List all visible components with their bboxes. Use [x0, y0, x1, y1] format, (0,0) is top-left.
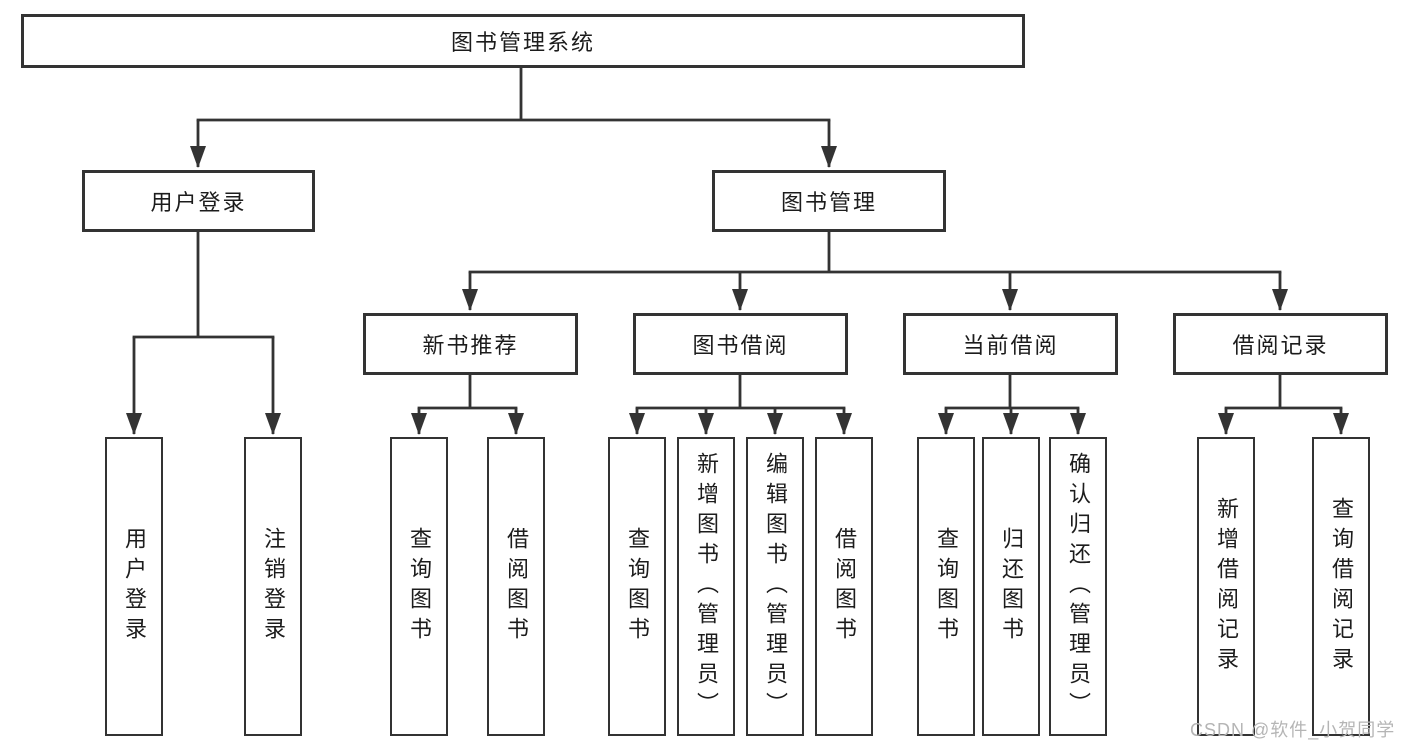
leaf-query-books-current: 查询图书	[917, 437, 975, 736]
leaf-borrow-books-recommend: 借阅图书	[487, 437, 545, 736]
leaf-query-books-borrow: 查询图书	[608, 437, 666, 736]
leaf-add-borrow-record: 新增借阅记录	[1197, 437, 1255, 736]
csdn-watermark: CSDN @软件_小贺同学	[1190, 720, 1396, 740]
leaf-borrow-books: 借阅图书	[815, 437, 873, 736]
leaf-logout: 注销登录	[244, 437, 302, 736]
leaf-edit-books-admin: 编辑图书（管理员）	[746, 437, 804, 736]
node-book-borrow: 图书借阅	[633, 313, 848, 375]
leaf-user-login: 用户登录	[105, 437, 163, 736]
node-user-login: 用户登录	[82, 170, 315, 232]
leaf-return-books: 归还图书	[982, 437, 1040, 736]
node-library-system: 图书管理系统	[21, 14, 1025, 68]
node-borrow-records: 借阅记录	[1173, 313, 1388, 375]
leaf-query-borrow-record: 查询借阅记录	[1312, 437, 1370, 736]
leaf-query-books-recommend: 查询图书	[390, 437, 448, 736]
node-current-borrow: 当前借阅	[903, 313, 1118, 375]
leaf-confirm-return-admin: 确认归还（管理员）	[1049, 437, 1107, 736]
node-book-management: 图书管理	[712, 170, 946, 232]
leaf-add-books-admin: 新增图书（管理员）	[677, 437, 735, 736]
node-new-book-recommend: 新书推荐	[363, 313, 578, 375]
connector-rails	[132, 68, 1343, 410]
